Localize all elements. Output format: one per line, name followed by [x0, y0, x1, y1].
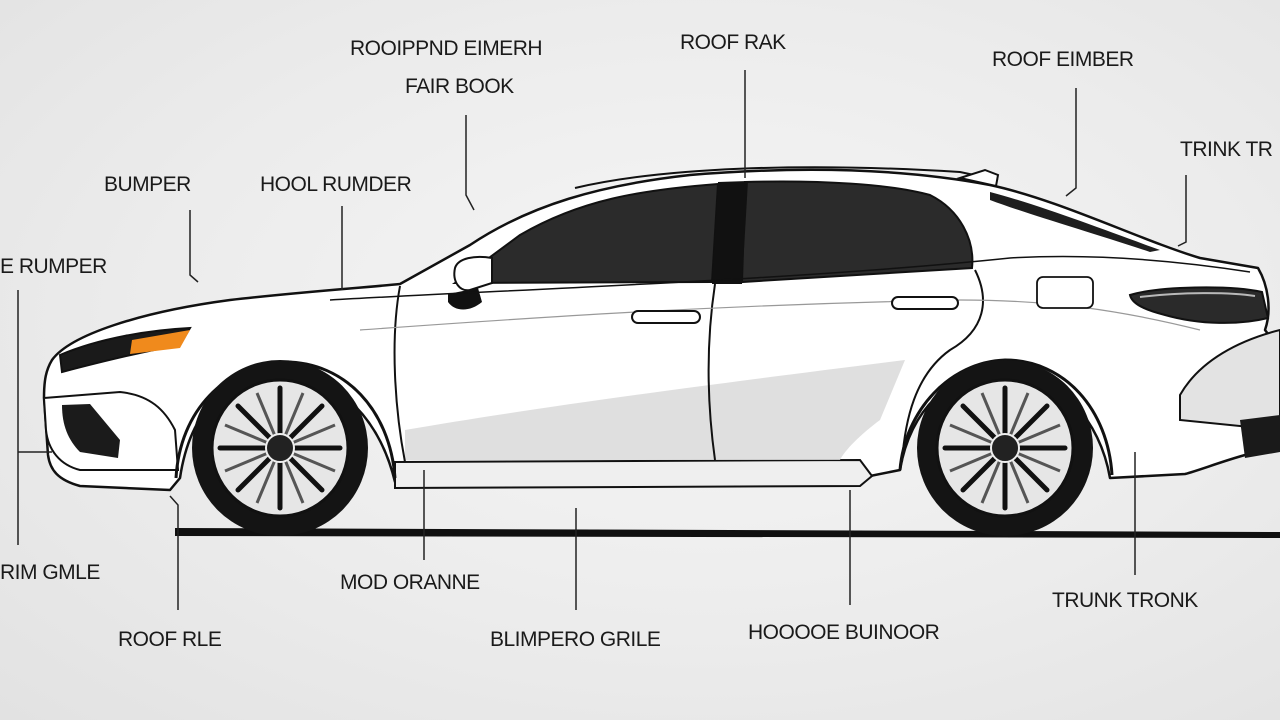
label-blimper-ogrile: BLIMPERO GRILE [490, 628, 661, 651]
leader-lines [17, 70, 1187, 610]
label-roof-eimber: ROOF EIMBER [992, 48, 1134, 71]
label-roof-rle: ROOF RLE [118, 628, 222, 651]
fuel-door [1036, 276, 1094, 309]
label-hoooe-burnor: HOOOOE BUINOOR [748, 621, 940, 644]
label-bumper: BUMPER [104, 173, 191, 196]
front-wheel [192, 360, 368, 536]
side-mirror [453, 255, 493, 292]
label-rim-gmle: RIM GMLE [0, 561, 100, 584]
label-trunk-tronk: TRUNK TRONK [1052, 589, 1198, 612]
leader-fair-book [465, 115, 475, 211]
shark-fin [956, 168, 1000, 188]
shoulder-crease [359, 299, 1201, 331]
rear-glass [990, 192, 1160, 252]
taillight-highlight [1139, 292, 1256, 298]
turn-indicator [130, 330, 190, 354]
label-hool-rumder: HOOL RUMDER [260, 173, 412, 196]
rear-window [740, 180, 974, 284]
ground-shadow [175, 528, 1280, 538]
b-pillar [712, 181, 748, 284]
rear-door-handle [891, 296, 959, 310]
belt-line [329, 255, 1251, 301]
leader-trink-tr [1177, 175, 1187, 247]
front-window [451, 182, 720, 285]
rear-door-back-seam [901, 269, 984, 463]
leader-roof-rle [169, 495, 179, 610]
front-door-handle [631, 310, 701, 324]
label-e-rumper: E RUMPER [0, 255, 107, 278]
label-fair-book: FAIR BOOK [405, 75, 514, 98]
rear-diffuser [1240, 415, 1280, 458]
label-mod-orane: MOD ORANNE [340, 571, 480, 594]
lower-grille [62, 404, 120, 458]
rear-door-seam [707, 283, 716, 461]
rear-wheel [917, 360, 1093, 536]
label-roof-rak: ROOF RAK [680, 31, 786, 54]
door-shading [405, 360, 905, 460]
label-roof-emberh: ROOIPPND EIMERH [350, 37, 543, 60]
front-door-seam [393, 285, 406, 463]
roof-line [574, 166, 999, 189]
taillight [1128, 286, 1270, 324]
leader-bumper [189, 210, 199, 283]
rear-bumper-panel [1179, 328, 1280, 432]
leader-roof-eimber [1065, 88, 1077, 197]
rocker-panel [394, 458, 874, 490]
label-trink-tr: TRINK TR [1180, 138, 1273, 161]
